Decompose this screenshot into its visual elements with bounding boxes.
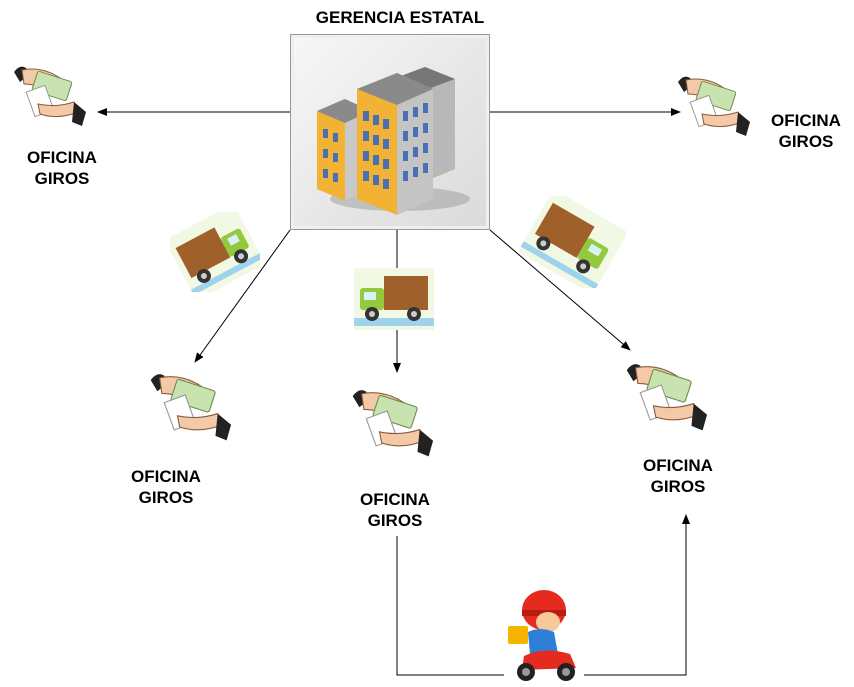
delivery-truck-icon: [170, 212, 260, 292]
headquarters-title: GERENCIA ESTATAL: [315, 8, 485, 27]
money-handoff-icon: [150, 374, 232, 441]
office-label-line1: OFICINA: [643, 456, 713, 475]
office-label-top-right: OFICINA GIROS: [756, 110, 854, 152]
arrow-to-office-bottom-left: [194, 229, 291, 363]
office-label-line1: OFICINA: [131, 467, 201, 486]
money-handoff-icon: [626, 364, 708, 431]
office-label-line1: OFICINA: [771, 111, 841, 130]
office-label-line2: GIROS: [34, 169, 90, 188]
office-label-line2: GIROS: [367, 511, 423, 530]
money-handoff-icon: [352, 390, 434, 457]
money-handoff-icon: [14, 66, 86, 126]
office-building-icon: [317, 67, 470, 215]
delivery-truck-icon: [354, 268, 434, 330]
office-label-top-left: OFICINA GIROS: [12, 147, 112, 189]
money-handoff-icon: [678, 76, 750, 136]
office-label-line1: OFICINA: [27, 148, 97, 167]
office-label-bottom-center: OFICINA GIROS: [345, 489, 445, 531]
office-label-bottom-right: OFICINA GIROS: [628, 455, 728, 497]
office-label-line2: GIROS: [138, 488, 194, 507]
motorcycle-courier-icon: [504, 586, 584, 686]
arrow-to-office-bottom-right: [489, 229, 631, 351]
delivery-truck-icon: [520, 196, 626, 288]
headquarters-box: [290, 34, 490, 230]
office-label-bottom-left: OFICINA GIROS: [116, 466, 216, 508]
office-label-line2: GIROS: [778, 132, 834, 151]
office-label-line2: GIROS: [650, 477, 706, 496]
office-label-line1: OFICINA: [360, 490, 430, 509]
